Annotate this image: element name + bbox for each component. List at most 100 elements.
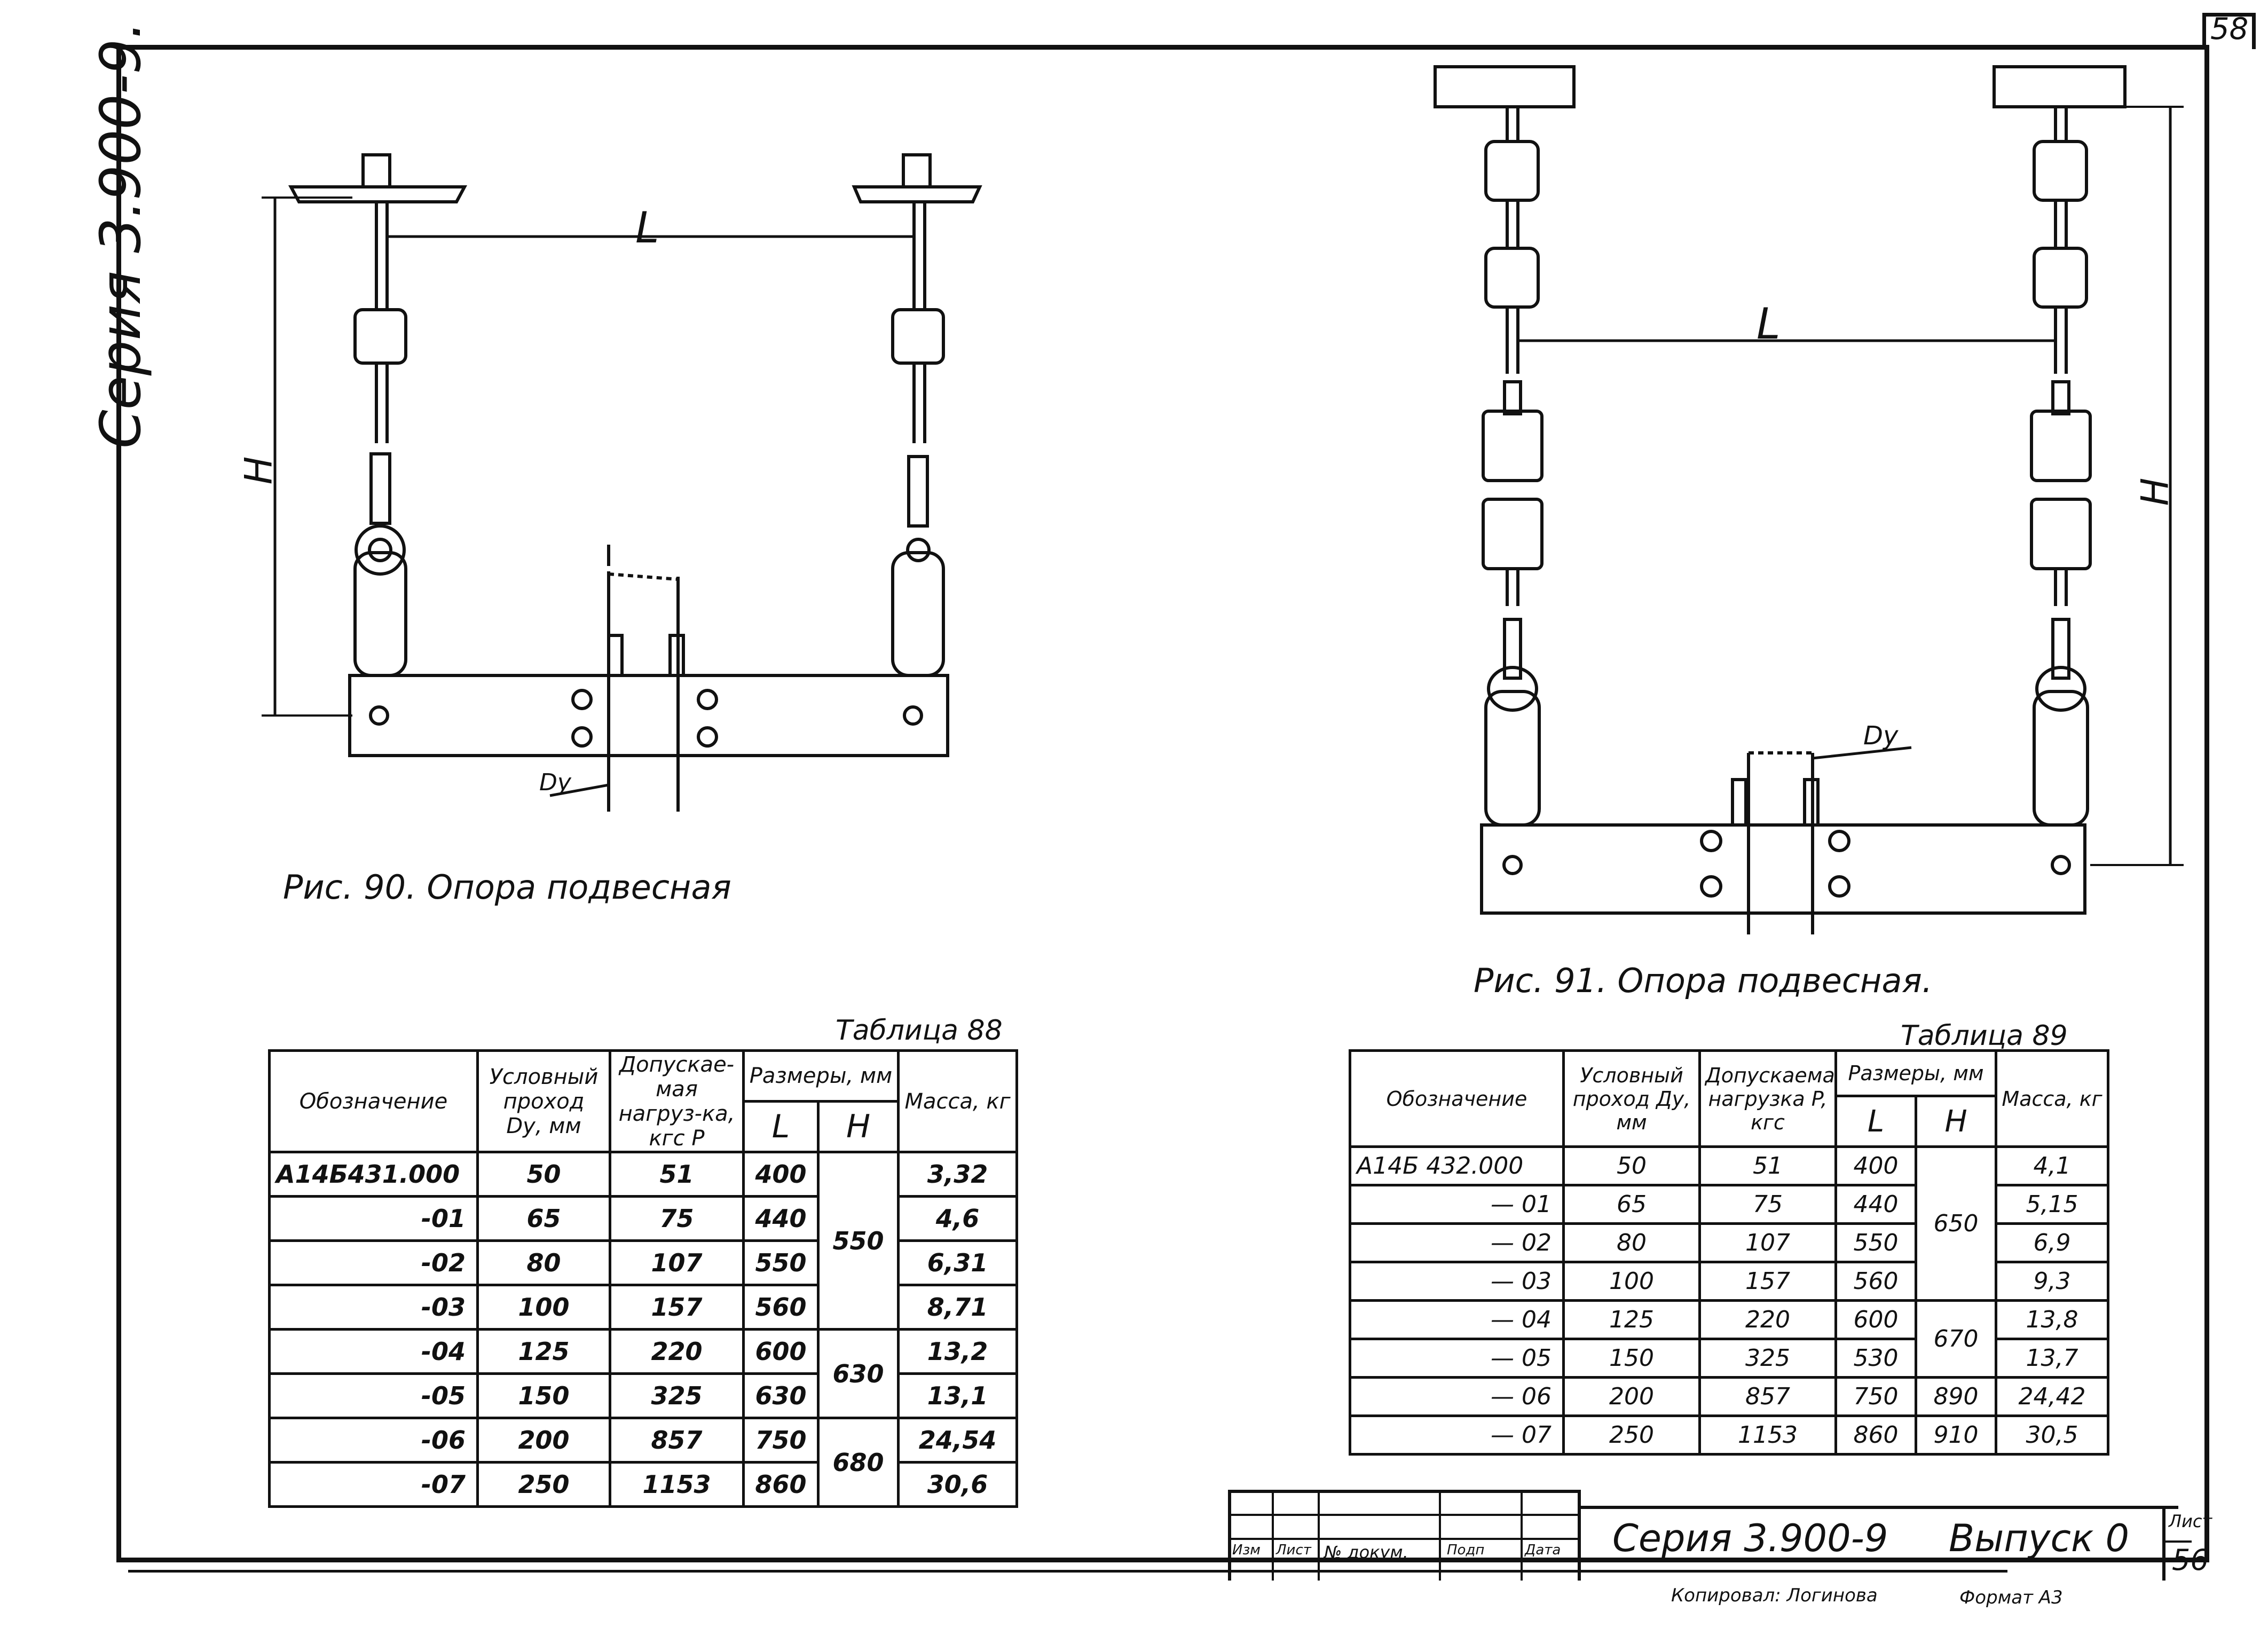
table88-cell: 400 [742,1151,820,1198]
table-row: А14Б 432.000 50 51 400 650 4,1 [1349,1145,2110,1302]
fig91-ceiling-left [1434,65,1576,108]
tb-issue: Выпуск 0 [1949,1516,2130,1560]
fig90-bolt-left [361,153,391,188]
fig91-label-H: H [2133,477,2177,506]
table89-cell: 24,42 [1995,1376,2110,1417]
table-row: -04 125 220 600 630 13,2 [268,1328,1019,1419]
table89-header-row: Обозначение Условный проход Ду, мм Допус… [1349,1049,2110,1148]
table89-h-group: 650 [1914,1145,1998,1302]
table88-cell: -04 [268,1328,479,1375]
footer-copied: Копировал: Логинова [1671,1585,1878,1606]
table88-cell: А14Б431.000 [268,1151,479,1198]
table88-h-dimensions: Размеры, мм [742,1049,900,1103]
table89-cell: — 01 [1349,1184,1565,1225]
table88-cell: 24,54 [897,1417,1019,1464]
fig90-label-Dy: Dу [539,769,571,796]
table89-h-mass: Масса, кг [1995,1049,2110,1148]
table88-cell: 860 [742,1461,820,1508]
table88-cell: 107 [609,1239,745,1286]
fig90-label-H: H [237,456,281,485]
table88-h-H: H [816,1100,900,1153]
table88-h-group: 630 [816,1328,900,1419]
fig90-eye-left [355,524,406,576]
table88-h-L: L [742,1100,820,1153]
fig90-top-plate-right [852,185,982,203]
table88: Обозначение Условный проход Dу, мм Допус… [268,1049,1019,1508]
title-block: Изм Лист № докум. Подп Дата Серия 3.900-… [1228,1490,2212,1581]
tb-col-izm: Изм [1232,1542,1261,1558]
table89-cell: 30,5 [1995,1414,2110,1456]
table88-h-group: 680 [816,1417,900,1508]
table88-cell: -02 [268,1239,479,1286]
table89-cell: 75 [1698,1184,1837,1225]
table88-cell: 325 [609,1372,745,1419]
table89-cell: 157 [1698,1261,1837,1302]
table88-cell: 100 [476,1284,611,1331]
table88-cell: 6,31 [897,1239,1019,1286]
table88-cell: 750 [742,1417,820,1464]
table89-cell: — 06 [1349,1376,1565,1417]
table-row: — 07 250 1153 860 910 30,5 [1349,1414,2110,1456]
table-row: — 02 80 107 550 6,9 [1349,1222,2110,1263]
table89-cell: 250 [1562,1414,1701,1456]
table89-cell: 200 [1562,1376,1701,1417]
table88-cell: -06 [268,1417,479,1464]
table89-cell: 13,8 [1995,1299,2110,1340]
table88-cell: 150 [476,1372,611,1419]
table89-cell: 50 [1562,1145,1701,1186]
table-row: — 03 100 157 560 9,3 [1349,1261,2110,1302]
table89-cell: — 05 [1349,1338,1565,1379]
table88-cell: 630 [742,1372,820,1419]
fig90-bolt-right [902,153,932,188]
table89-cell: — 02 [1349,1222,1565,1263]
table88-h-bore: Условный проход Dу, мм [476,1049,611,1153]
table88-cell: 440 [742,1195,820,1242]
fig90-post-left [353,551,407,677]
bottom-rule [128,1570,2007,1573]
table89-cell: — 04 [1349,1299,1565,1340]
table88-h-group: 550 [816,1151,900,1331]
table89-h-group: 670 [1914,1299,1998,1379]
table89-cell: 860 [1834,1414,1917,1456]
table88-cell: -05 [268,1372,479,1419]
table89-cell: 150 [1562,1338,1701,1379]
tb-col-date: Дата [1525,1542,1561,1558]
table88-cell: 157 [609,1284,745,1331]
table88-cell: 13,2 [897,1328,1019,1375]
table89-cell: 440 [1834,1184,1917,1225]
table88-cell: -03 [268,1284,479,1331]
fig91-drawing [1434,65,2184,934]
fig90-drawing [262,153,982,812]
table88-h-load: Допускае-мая нагруз-ка, кгс P [609,1049,745,1153]
table88-h-designation: Обозначение [268,1049,479,1153]
table89-cell: — 03 [1349,1261,1565,1302]
table89-cell: 9,3 [1995,1261,2110,1302]
table-row: -05 150 325 630 13,1 [268,1372,1019,1419]
table89-h-designation: Обозначение [1349,1049,1565,1148]
table88-cell: -01 [268,1195,479,1242]
table-row: — 06 200 857 750 890 24,42 [1349,1376,2110,1417]
top-sheet-box [2202,13,2256,49]
table88-cell: -07 [268,1461,479,1508]
fig90-clevis-right [891,308,945,365]
table89-cell: — 07 [1349,1414,1565,1456]
tb-series: Серия 3.900-9 [1612,1516,1888,1560]
table89-cell: 80 [1562,1222,1701,1263]
table-row: -03 100 157 560 8,71 [268,1284,1019,1331]
table89-cell: 890 [1914,1376,1998,1417]
fig91-chain-right [2030,107,2092,712]
table89-cell: 5,15 [1995,1184,2110,1225]
table-row: — 01 65 75 440 5,15 [1349,1184,2110,1225]
table89-h-dimensions: Размеры, мм [1834,1049,1998,1097]
tb-col-sign: Подп [1447,1542,1485,1558]
table88-cell: 550 [742,1239,820,1286]
table88-cell: 75 [609,1195,745,1242]
table88-cell: 250 [476,1461,611,1508]
table89-cell: 65 [1562,1184,1701,1225]
tb-col-doc: № докум. [1324,1542,1408,1562]
table89: Обозначение Условный проход Ду, мм Допус… [1349,1049,2110,1456]
fig90-label-L: L [635,203,659,253]
table89-cell: 530 [1834,1338,1917,1379]
table89-cell: 600 [1834,1299,1917,1340]
